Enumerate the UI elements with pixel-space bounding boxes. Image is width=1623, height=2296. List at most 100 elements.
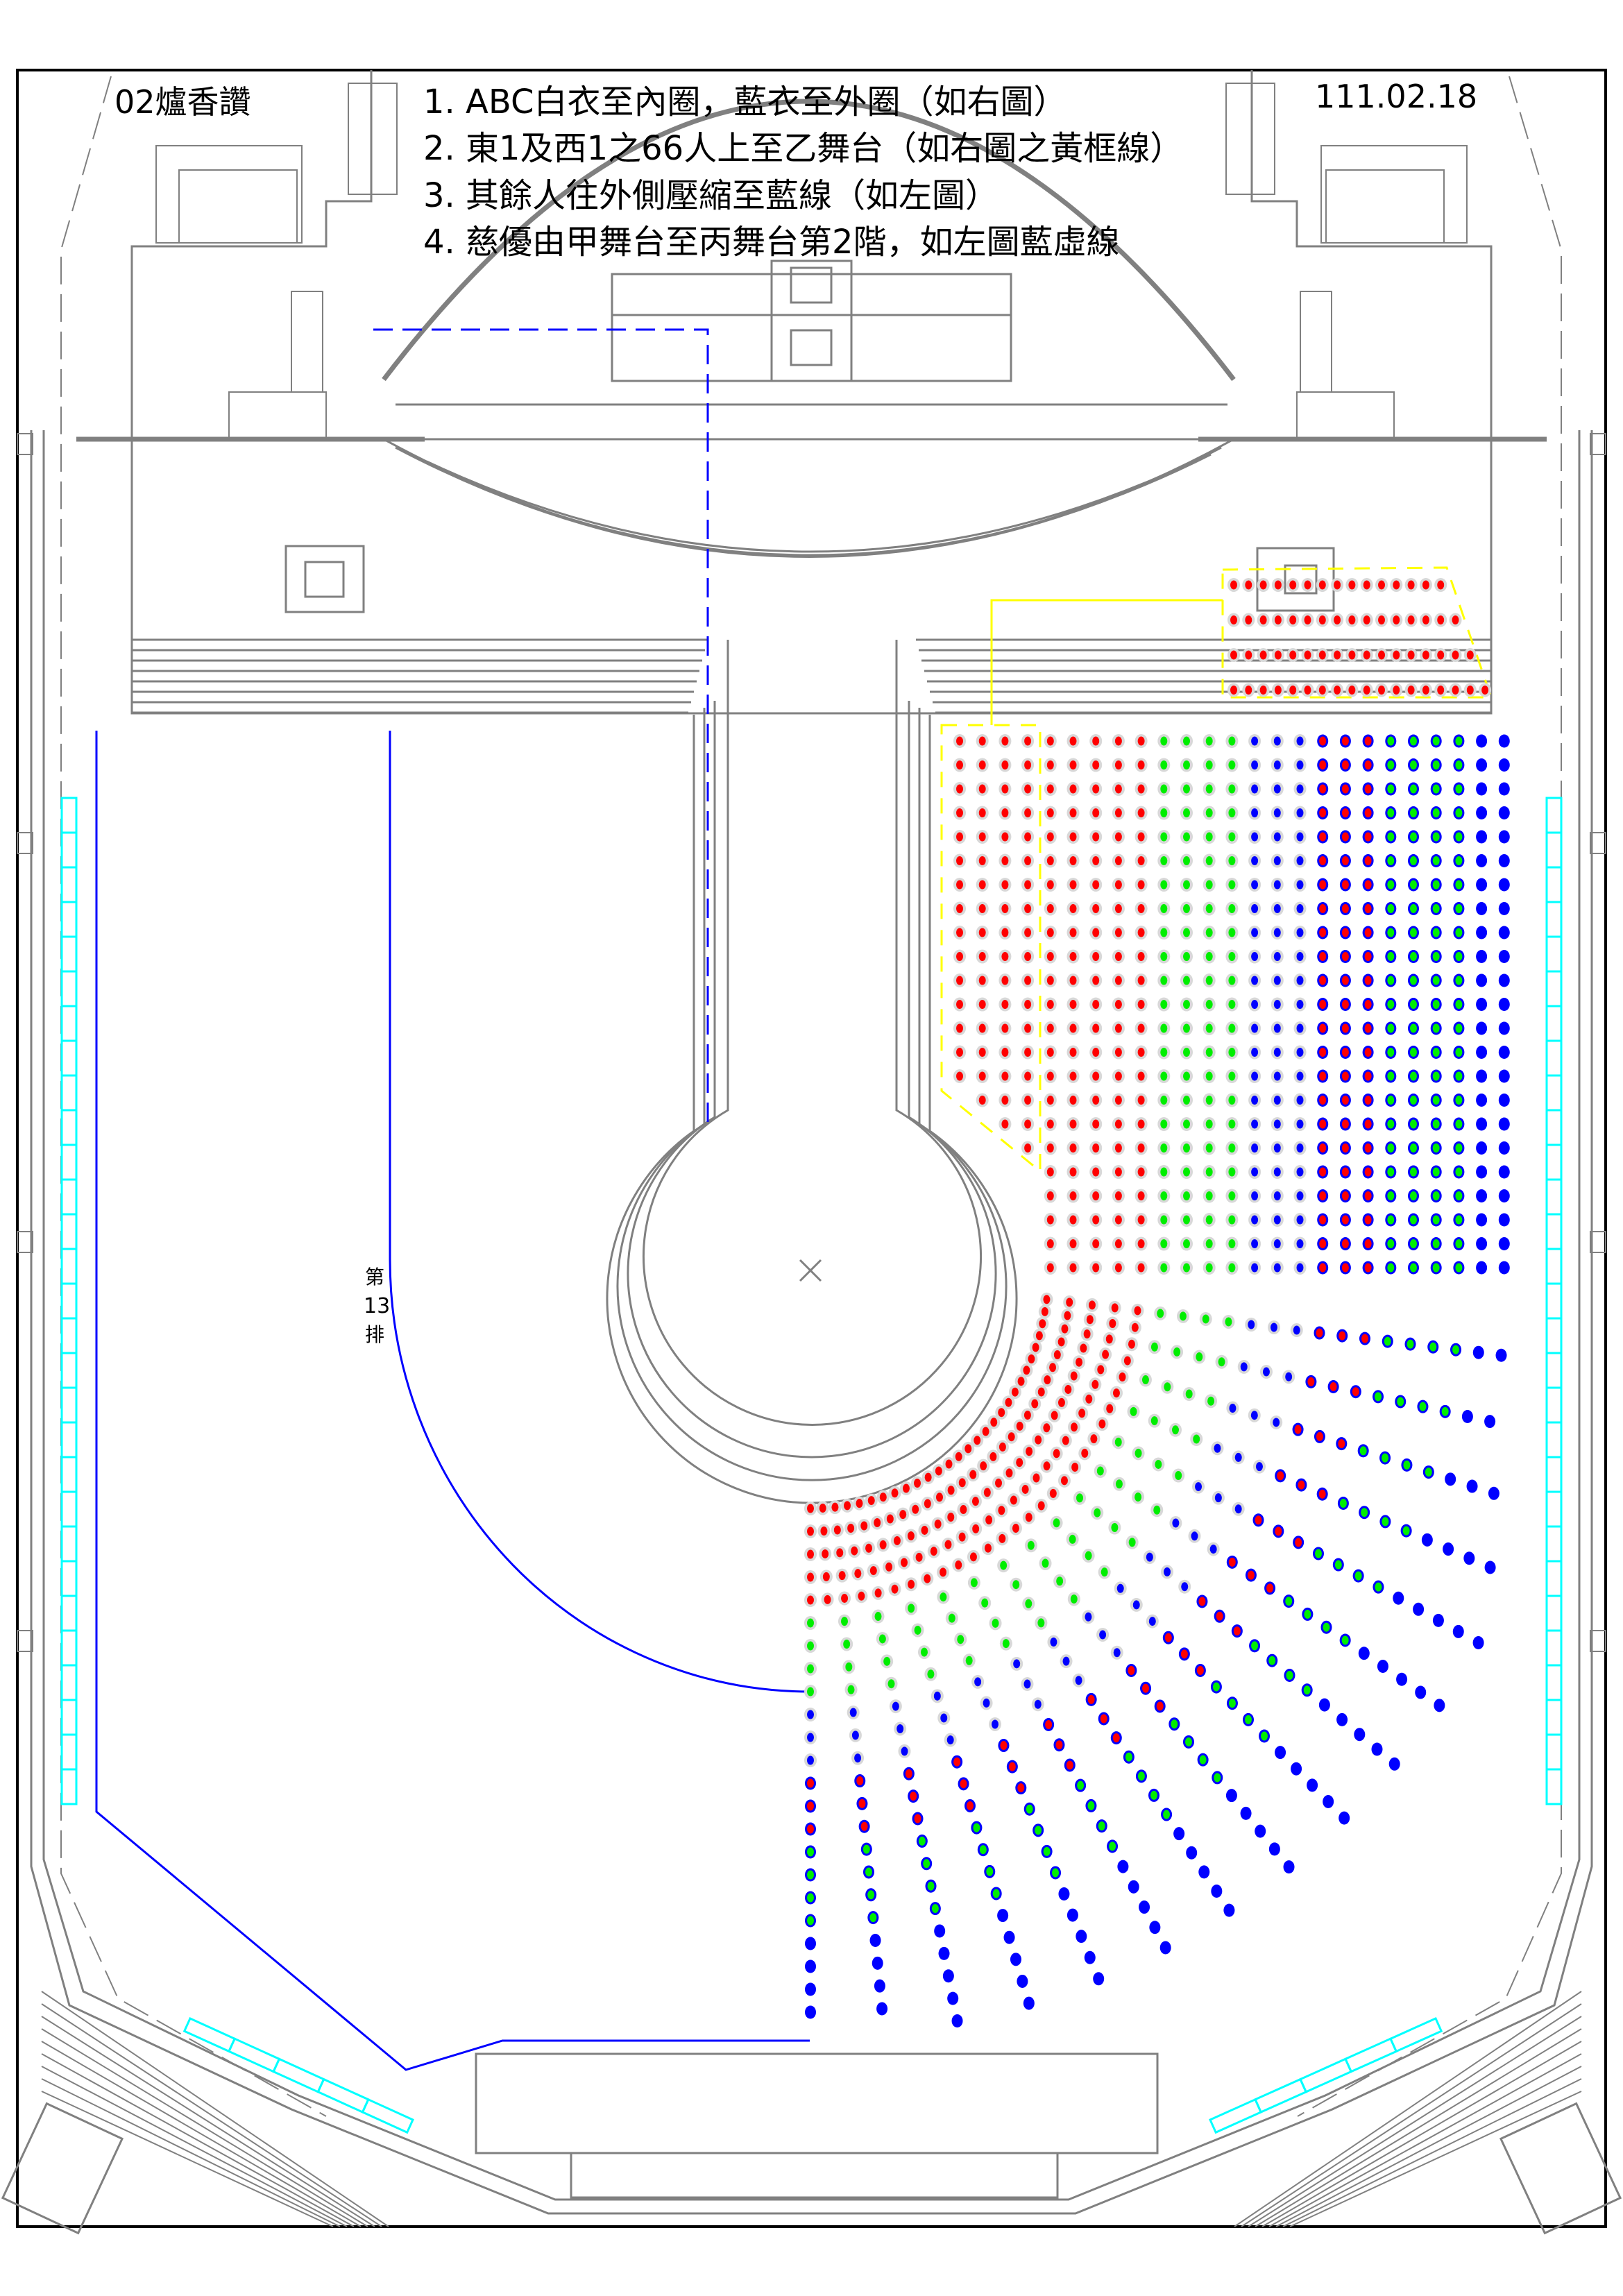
dot-core (1061, 1324, 1069, 1334)
dot-core (1273, 1119, 1281, 1129)
dot-core (1183, 856, 1190, 865)
dot-core (1069, 1534, 1076, 1544)
dot-core (921, 1525, 928, 1535)
performer-dot (1044, 1045, 1057, 1060)
dot-core (1160, 784, 1168, 794)
performer-dot (1087, 1431, 1101, 1446)
piece-title: 02爐香讚 (114, 83, 251, 121)
railing-segment (60, 1768, 78, 1805)
performer-dot (1453, 1069, 1465, 1083)
performer-dot (944, 1510, 958, 1524)
dot-core (1289, 650, 1297, 660)
performer-dot (980, 1485, 994, 1499)
dot-core (1046, 1096, 1054, 1105)
dot-core (1137, 760, 1145, 769)
dot-core (1180, 1649, 1188, 1659)
performer-dot (1476, 950, 1488, 963)
dot-core (1234, 1452, 1242, 1462)
performer-dot (992, 1476, 1005, 1490)
dot-core (1225, 1317, 1232, 1327)
dot-core (1092, 1215, 1100, 1225)
performer-dot (1196, 1595, 1208, 1608)
dot-core (1304, 1609, 1311, 1619)
dot-core (1026, 1804, 1033, 1814)
dot-outline (997, 1909, 1009, 1923)
performer-dot (958, 1777, 969, 1791)
dot-core (1432, 808, 1440, 817)
performer-dot (1427, 1340, 1439, 1354)
performer-dot (1173, 1827, 1185, 1841)
dot-core (1137, 904, 1145, 913)
performer-dot (1044, 1165, 1057, 1179)
performer-dot (1266, 1653, 1278, 1667)
dot-outline (1476, 1165, 1488, 1179)
performer-dot (1408, 973, 1419, 987)
performer-dot (999, 926, 1012, 939)
performer-dot (1385, 1165, 1397, 1179)
dot-core (1064, 1384, 1072, 1394)
dot-outline (1198, 1865, 1210, 1879)
dot-core (1228, 1239, 1236, 1248)
dot-core (1044, 1375, 1051, 1385)
performer-dot (976, 1045, 989, 1060)
performer-dot (1028, 1397, 1042, 1411)
performer-dot (953, 758, 966, 772)
dot-core (1410, 904, 1417, 913)
performer-dot (1271, 613, 1284, 627)
performer-dot (1085, 1692, 1097, 1706)
performer-dot (917, 1645, 931, 1660)
dot-core (1251, 832, 1259, 842)
performer-dot (1362, 734, 1374, 748)
performer-dot (1044, 806, 1057, 820)
performer-dot (1430, 758, 1442, 772)
performer-dot (1067, 1908, 1078, 1922)
performer-dot (1453, 902, 1465, 915)
performer-dot (897, 1507, 910, 1522)
performer-dot (1415, 1685, 1427, 1699)
dot-core (1341, 904, 1349, 913)
performer-dot (1385, 1261, 1397, 1275)
dot-outline (1240, 1806, 1252, 1820)
performer-dot (1360, 578, 1373, 592)
performer-dot (1067, 878, 1080, 892)
dot-core (1114, 1437, 1122, 1447)
performer-dot (1112, 1069, 1125, 1083)
performer-dot (1408, 806, 1419, 819)
performer-dot (1453, 998, 1465, 1011)
performer-dot (1385, 734, 1397, 748)
dot-core (1341, 1143, 1349, 1153)
performer-dot (1006, 1760, 1018, 1774)
dot-core (869, 1566, 877, 1576)
dot-core (1338, 1439, 1345, 1449)
railing-segment (1344, 2037, 1398, 2073)
dot-core (1160, 856, 1168, 865)
performer-dot (1112, 997, 1125, 1012)
performer-dot (1453, 878, 1465, 892)
dot-core (973, 1823, 980, 1832)
dot-core (1069, 904, 1077, 913)
performer-dot (1108, 1300, 1121, 1315)
performer-dot (1375, 683, 1388, 697)
dot-core (1341, 976, 1349, 985)
performer-dot (1362, 926, 1374, 939)
dot-core (1100, 1714, 1107, 1724)
dot-core (1137, 1167, 1145, 1177)
dot-core (1273, 1096, 1281, 1105)
dot-core (1341, 784, 1349, 794)
dot-core (1364, 784, 1372, 794)
dot-core (960, 1779, 967, 1789)
performer-dot (1005, 1429, 1018, 1444)
dot-core (1228, 1143, 1236, 1153)
dot-core (1016, 1458, 1023, 1468)
performer-dot (1362, 1237, 1374, 1250)
performer-dot (1225, 782, 1239, 796)
dot-core (1296, 784, 1304, 794)
performer-dot (903, 1767, 915, 1780)
performer-dot (1021, 1141, 1035, 1155)
performer-dot (1408, 950, 1419, 963)
performer-dot (1404, 683, 1418, 697)
performer-dot (1161, 1808, 1173, 1821)
dot-core (978, 1000, 986, 1009)
performer-dot (1089, 806, 1103, 820)
performer-dot (1021, 1069, 1035, 1083)
